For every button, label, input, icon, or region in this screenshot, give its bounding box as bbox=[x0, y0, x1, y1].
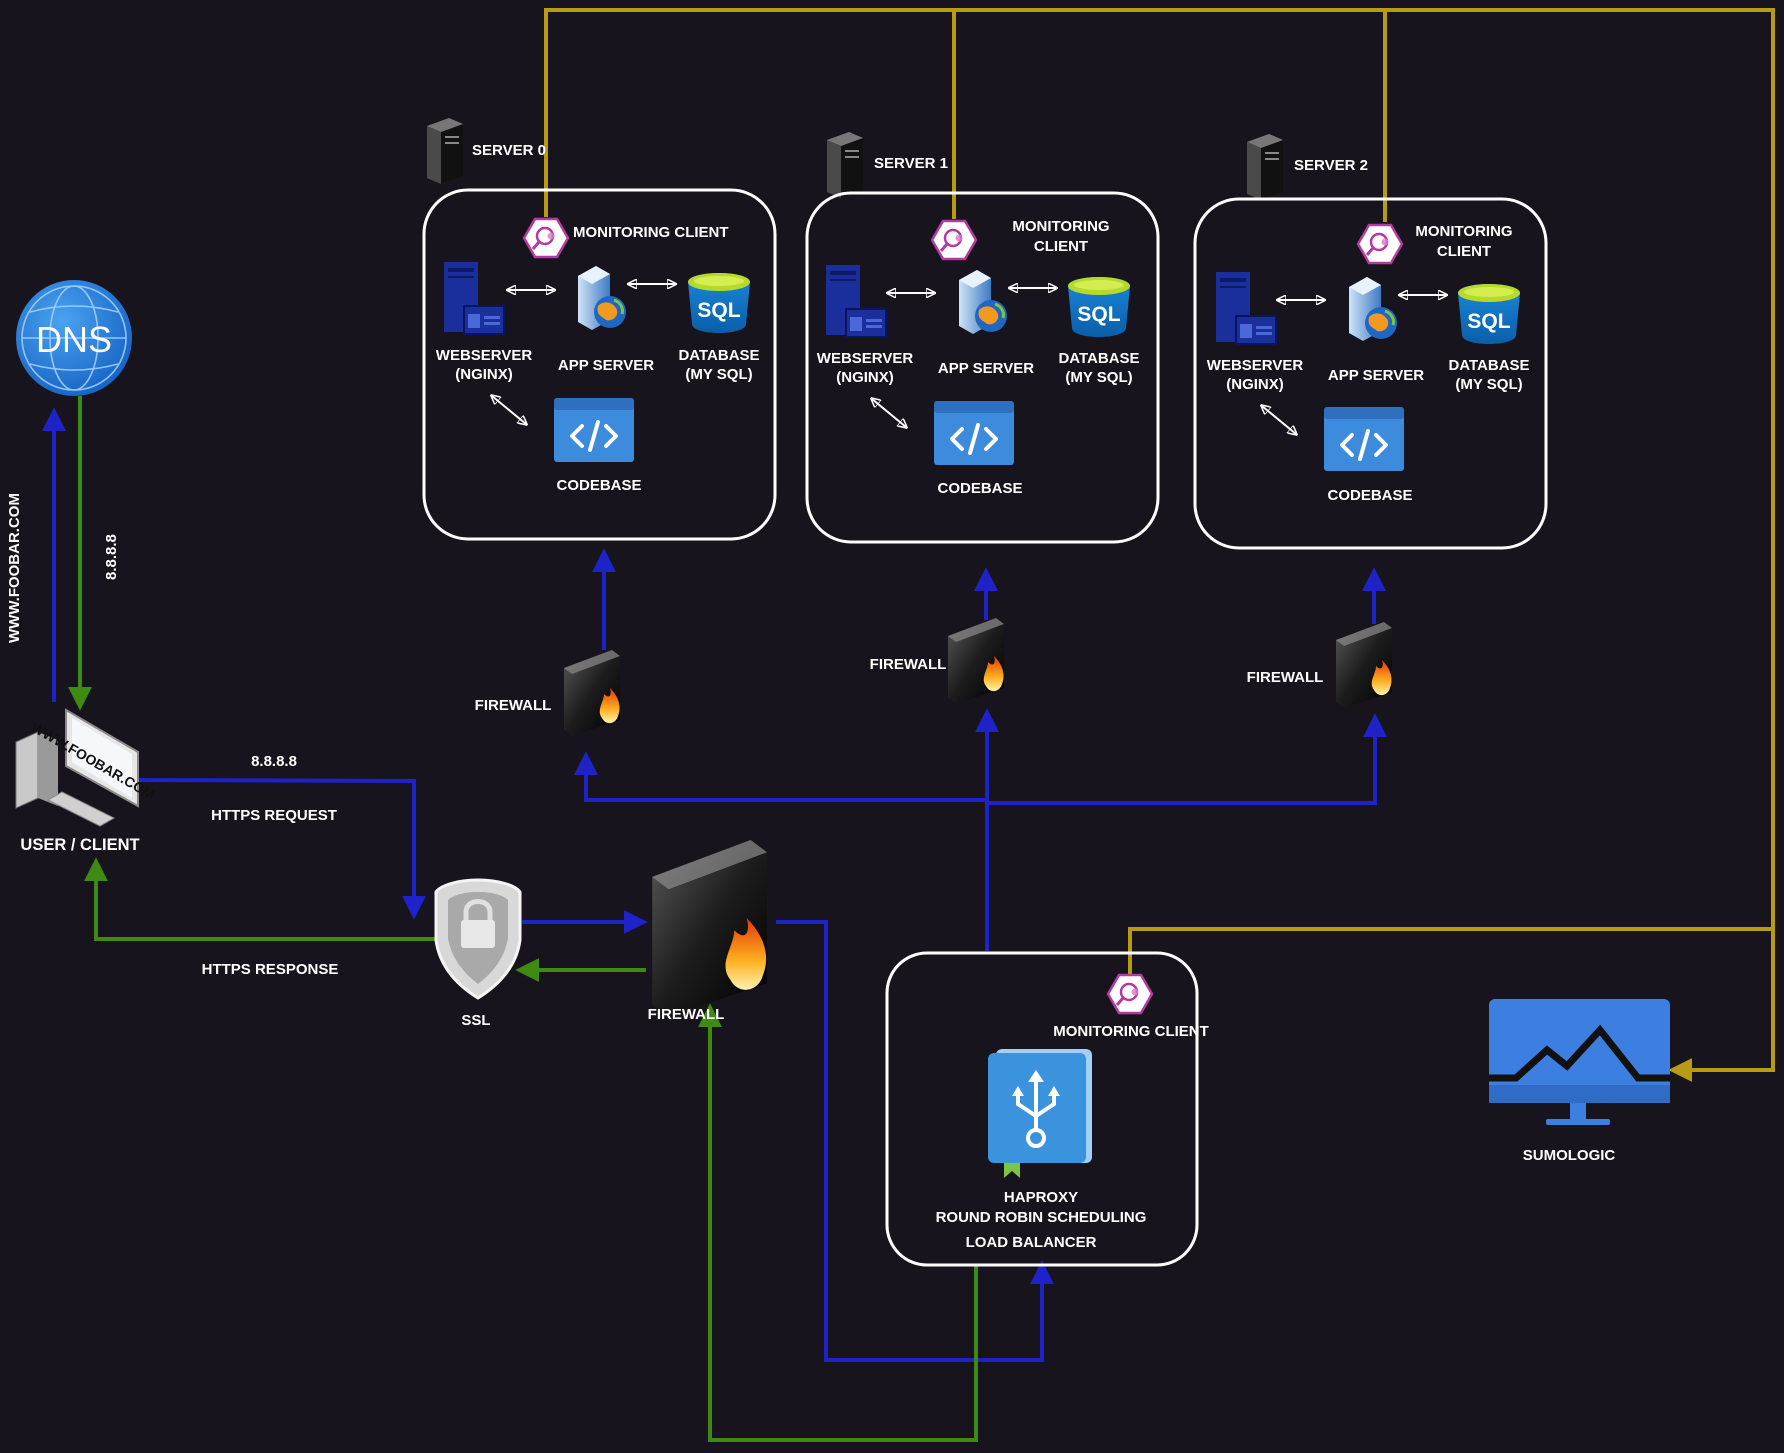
webserver-label: WEBSERVER bbox=[436, 347, 533, 364]
codebase-label: CODEBASE bbox=[937, 480, 1022, 497]
server-1-firewall-label: FIREWALL bbox=[870, 656, 947, 673]
load-balancer-line-2: ROUND ROBIN SCHEDULING bbox=[936, 1209, 1147, 1226]
monitoring-client-sub-label: CLIENT bbox=[1437, 243, 1491, 260]
monitoring-client-icon bbox=[1356, 223, 1404, 265]
server-title: SERVER 2 bbox=[1294, 157, 1368, 174]
dns-reply-ip-label: 8.8.8.8 bbox=[103, 534, 120, 580]
webserver-sub-label: (NGINX) bbox=[1226, 376, 1284, 393]
sql-icon-text: SQL bbox=[1467, 310, 1510, 333]
monitoring-client-icon bbox=[1106, 973, 1154, 1015]
dns-globe-grid bbox=[21, 285, 127, 391]
main-firewall-label: FIREWALL bbox=[648, 1006, 725, 1023]
server-title: SERVER 0 bbox=[472, 142, 546, 159]
app-server-icon bbox=[1347, 275, 1399, 343]
web-code-link bbox=[872, 399, 906, 427]
monitoring-client-label: MONITORING CLIENT bbox=[1053, 1023, 1209, 1040]
monitoring-client-label: MONITORING CLIENT bbox=[573, 224, 729, 241]
dns-query-domain-label: WWW.FOOBAR.COM bbox=[6, 493, 23, 643]
load-balancer-box bbox=[885, 951, 1199, 1267]
server-tower-icon bbox=[1247, 134, 1283, 200]
https-request-label: HTTPS REQUEST bbox=[211, 807, 337, 824]
server-0: SERVER 0 MONITORING CLIENT WEBSERVER (NG… bbox=[422, 118, 777, 541]
codebase-icon bbox=[1322, 405, 1406, 473]
webserver-sub-label: (NGINX) bbox=[455, 366, 513, 383]
web-code-link bbox=[492, 396, 526, 424]
monitoring-client-icon bbox=[522, 217, 570, 259]
server-1-firewall-icon bbox=[948, 618, 1004, 704]
dns-label: DNS bbox=[36, 319, 112, 360]
main-firewall-icon bbox=[652, 840, 767, 1017]
database-sub-label: (MY SQL) bbox=[1455, 376, 1522, 393]
webserver-label: WEBSERVER bbox=[1207, 357, 1304, 374]
client-label: USER / CLIENT bbox=[20, 836, 139, 854]
monitoring-client-label: MONITORING bbox=[1012, 218, 1109, 235]
server-box bbox=[805, 191, 1160, 544]
web-code-link bbox=[1262, 406, 1296, 434]
server-title: SERVER 1 bbox=[874, 155, 948, 172]
server-0-firewall-label: FIREWALL bbox=[475, 697, 552, 714]
monitoring-client-label: MONITORING bbox=[1415, 223, 1512, 240]
ssl-shield-icon bbox=[434, 878, 522, 1000]
app-server-label: APP SERVER bbox=[1328, 367, 1424, 384]
webserver-icon bbox=[443, 261, 505, 335]
database-sub-label: (MY SQL) bbox=[1065, 369, 1132, 386]
load-balancer-line-1: HAPROXY bbox=[1004, 1189, 1078, 1206]
server-box bbox=[1193, 197, 1548, 550]
sumologic-node: SUMOLOGIC bbox=[1489, 999, 1670, 1164]
load-balancer: MONITORING CLIENT HAPROXY ROUND ROBIN SC… bbox=[885, 951, 1209, 1267]
app-server-label: APP SERVER bbox=[938, 360, 1034, 377]
monitoring-connections bbox=[544, 8, 1775, 1082]
app-server-icon bbox=[957, 268, 1009, 336]
codebase-icon bbox=[552, 396, 636, 464]
haproxy-icon bbox=[988, 1049, 1092, 1178]
server-tower-icon bbox=[827, 132, 863, 198]
webserver-sub-label: (NGINX) bbox=[836, 369, 894, 386]
request-flow-lines bbox=[42, 407, 1387, 1362]
codebase-label: CODEBASE bbox=[556, 477, 641, 494]
client-computer-icon bbox=[15, 708, 139, 827]
sumologic-label: SUMOLOGIC bbox=[1523, 1147, 1616, 1164]
server-2: SERVER 2 MONITORING CLIENT WEBSERVER (NG… bbox=[1193, 134, 1548, 550]
sql-icon-text: SQL bbox=[697, 299, 740, 322]
load-balancer-line-3: LOAD BALANCER bbox=[966, 1234, 1097, 1251]
server-0-firewall-icon bbox=[564, 650, 620, 736]
database-label: DATABASE bbox=[1058, 350, 1139, 367]
database-label: DATABASE bbox=[1448, 357, 1529, 374]
codebase-label: CODEBASE bbox=[1327, 487, 1412, 504]
sql-icon-text: SQL bbox=[1077, 303, 1120, 326]
server-tower-icon bbox=[427, 118, 463, 184]
server-1: SERVER 1 MONITORING CLIENT WEBSERVER (NG… bbox=[805, 132, 1160, 544]
app-server-icon bbox=[576, 264, 628, 332]
app-server-label: APP SERVER bbox=[558, 357, 654, 374]
response-flow-lines bbox=[68, 396, 978, 1442]
codebase-icon bbox=[932, 399, 1016, 467]
monitoring-client-icon bbox=[930, 219, 978, 261]
server-box bbox=[422, 188, 777, 541]
dns-node: DNS bbox=[16, 280, 132, 396]
https-response-label: HTTPS RESPONSE bbox=[202, 961, 339, 978]
database-label: DATABASE bbox=[678, 347, 759, 364]
webserver-label: WEBSERVER bbox=[817, 350, 914, 367]
database-sub-label: (MY SQL) bbox=[685, 366, 752, 383]
server-2-firewall-label: FIREWALL bbox=[1247, 669, 1324, 686]
monitor-icon bbox=[1489, 999, 1670, 1125]
ssl-label: SSL bbox=[461, 1012, 490, 1029]
client-ip-label: 8.8.8.8 bbox=[251, 753, 297, 770]
webserver-icon bbox=[825, 264, 887, 338]
monitoring-client-sub-label: CLIENT bbox=[1034, 238, 1088, 255]
webserver-icon bbox=[1215, 271, 1277, 345]
server-2-firewall-icon bbox=[1336, 622, 1392, 708]
